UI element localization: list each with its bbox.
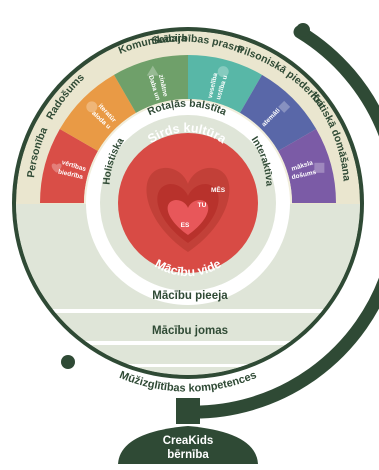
stand-base <box>118 426 258 464</box>
diamond-icon <box>278 100 291 113</box>
heart-es <box>167 200 209 235</box>
band-divider-2 <box>16 341 360 345</box>
segment-daba-un-zinatne <box>114 55 188 113</box>
stand-arm <box>179 25 379 419</box>
heart-label-tu: TU <box>198 202 207 209</box>
band-divider-3 <box>16 364 360 367</box>
base-label-creakids: CreaKids <box>163 435 214 447</box>
pivot-top <box>296 23 310 37</box>
heart-label-es: ES <box>181 222 190 229</box>
segment-radosums-un-maksla <box>278 129 336 203</box>
segment-sabiedriba-un-vertibas <box>40 129 98 203</box>
segment-valoda-un-literatura <box>59 74 136 151</box>
heart-icon <box>51 163 62 173</box>
stand-neck <box>176 398 200 424</box>
segment-label-daba-un-zinatne-1: zinātne <box>157 74 169 98</box>
pivot-bottom <box>61 355 75 369</box>
core-label-macibu-vide: Mācību vide <box>153 257 224 280</box>
segment-matematika <box>240 74 317 151</box>
band-label-macibu-jomas: Mācību jomas <box>152 325 228 337</box>
band-divider-1 <box>16 309 360 313</box>
circle-icon <box>217 66 229 78</box>
square-icon <box>314 162 325 173</box>
heart-label-mes: MĒS <box>211 186 226 194</box>
band-label-macibu-pieeja: Mācību pieeja <box>152 290 228 302</box>
segment-kustiba-un-veseliba <box>188 55 262 113</box>
circle-icon <box>86 101 98 113</box>
triangle-icon <box>146 65 159 76</box>
base-label-berniba: bērnība <box>167 449 209 461</box>
